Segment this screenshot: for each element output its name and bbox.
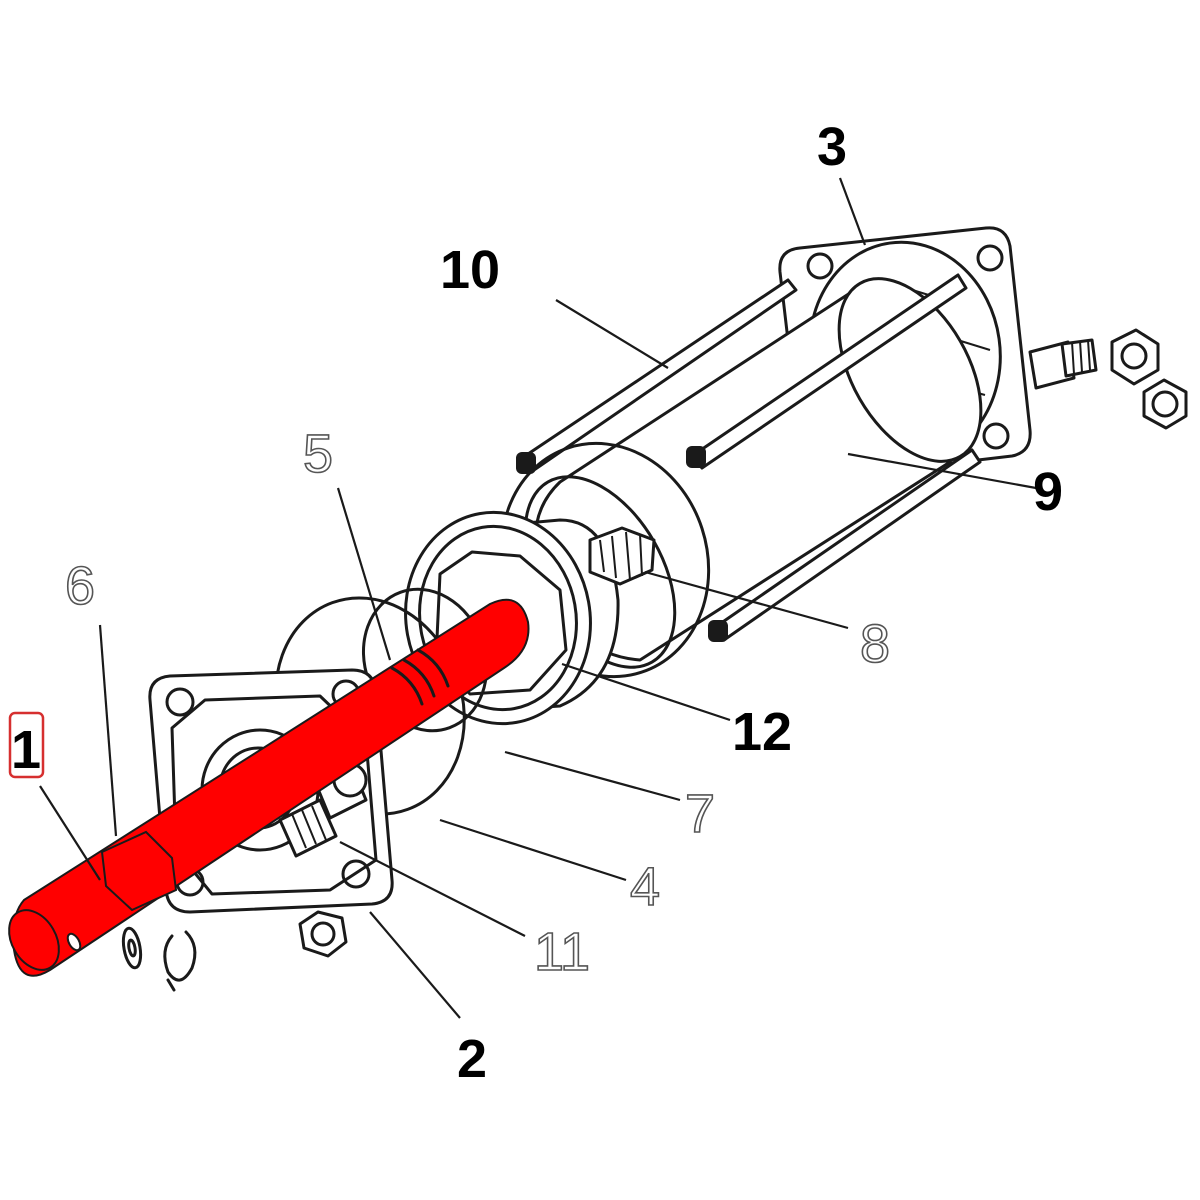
tie-rod-thread-1 [516,452,536,474]
rear-nut [1110,328,1160,386]
label-10[interactable]: 10 [440,240,500,300]
tie-rod-thread-2 [686,446,706,468]
front-nut [298,910,348,958]
label-2[interactable]: 2 [457,1029,487,1089]
label-1[interactable]: 1 [11,720,41,780]
label-6[interactable]: 6 [64,555,96,617]
leader-5 [336,487,392,661]
leader-6 [98,624,118,837]
label-7[interactable]: 7 [684,783,716,845]
leader-3 [838,177,867,246]
leader-4 [439,818,627,882]
piston-rod-highlighted [8,598,530,977]
washer [121,926,143,970]
leader-2 [369,911,461,1019]
rod-seal-rings [390,648,450,706]
leader-10 [555,299,669,369]
leader-12 [561,662,731,722]
selection-box [8,711,45,779]
label-12[interactable]: 12 [732,702,792,762]
leader-7 [504,750,681,802]
label-8[interactable]: 8 [859,613,891,675]
retaining-ring [163,930,197,992]
rear-lock-nut [1142,378,1188,430]
label-9[interactable]: 9 [1033,462,1063,522]
piston-stud [588,526,656,586]
tie-rods [516,273,982,642]
label-3[interactable]: 3 [817,117,847,177]
leader-9 [847,452,1037,490]
leader-11 [339,841,526,937]
label-4[interactable]: 4 [629,856,661,918]
leader-1 [39,785,101,881]
rear-port-fitting [1028,338,1098,390]
label-11[interactable]: 11 [533,921,591,983]
leader-8 [644,570,849,630]
leader-lines [39,177,1037,1019]
label-5[interactable]: 5 [302,423,334,485]
tie-rod-thread-3 [708,620,728,642]
